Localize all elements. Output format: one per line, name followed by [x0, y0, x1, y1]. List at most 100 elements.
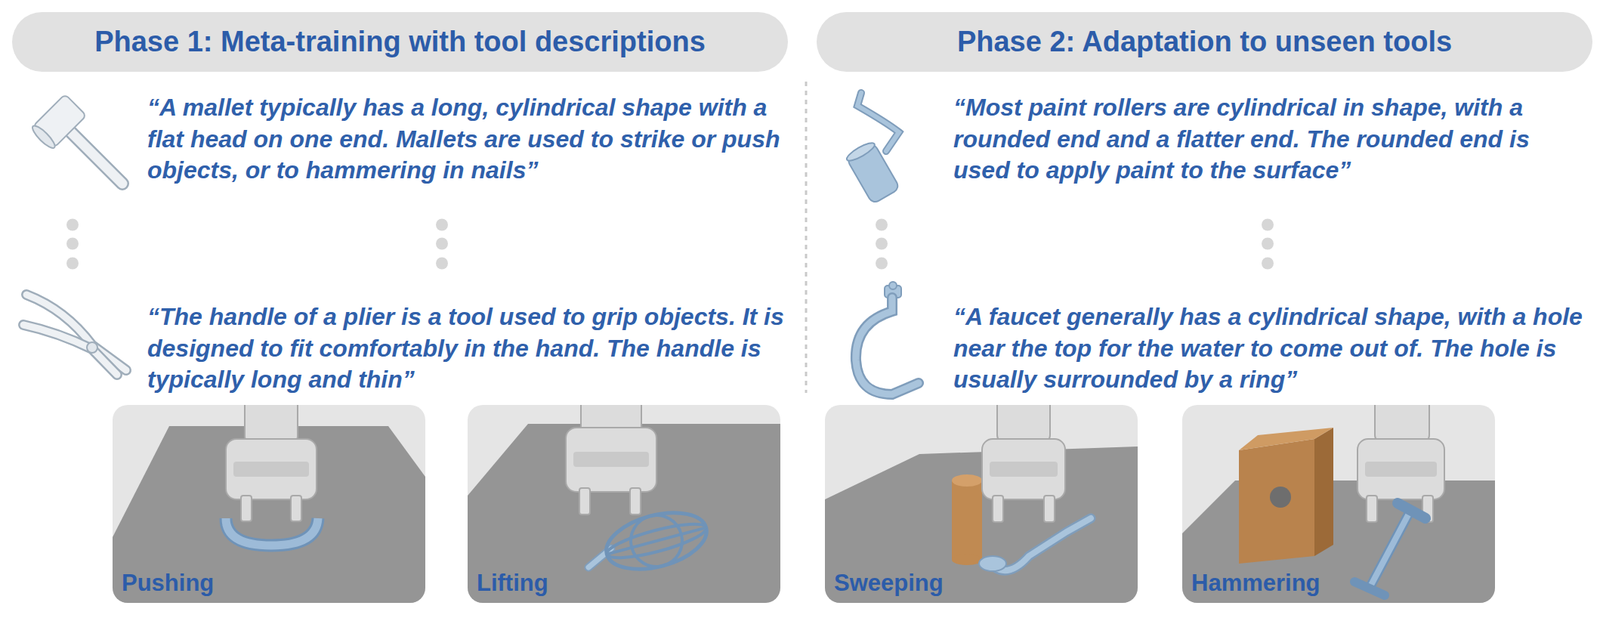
phase-header: Phase 1: Meta-training with tool descrip… — [12, 12, 788, 72]
tool-description: “A mallet typically has a long, cylindri… — [147, 92, 788, 187]
phase-title: Phase 2: Adaptation to unseen tools — [957, 25, 1452, 59]
pushing-scene — [112, 397, 426, 603]
sweeping-scene — [824, 397, 1138, 603]
paint-roller-icon-part — [857, 92, 899, 152]
pushing-scene-part-part — [225, 518, 319, 546]
task-label: Lifting — [476, 569, 549, 597]
pushing-scene-part-part — [233, 461, 309, 477]
hammering-scene-part-part — [1238, 427, 1334, 451]
faucet-icon — [855, 281, 919, 395]
ellipsis-dots-part — [875, 219, 888, 232]
paint-roller-icon — [844, 92, 900, 204]
hammering-scene-part-part — [1354, 581, 1385, 596]
sweeping-scene-part-part — [994, 518, 1091, 571]
hammering-scene-part-part — [1182, 404, 1495, 603]
sweeping-scene-part — [824, 404, 1138, 603]
ellipsis-dots-part — [66, 237, 79, 251]
paint-roller-icon-part — [857, 92, 899, 152]
task-label: Sweeping — [833, 569, 944, 597]
sweeping-scene-part-part — [989, 461, 1058, 477]
ellipsis-dots-part — [435, 219, 448, 232]
lifting-scene-part-part — [579, 488, 590, 515]
phase-title: Phase 1: Meta-training with tool descrip… — [94, 25, 706, 59]
phase-separator-part — [805, 81, 808, 393]
phase-separator — [806, 81, 807, 393]
sweeping-scene-part-part — [951, 480, 983, 560]
ellipsis-dots — [875, 219, 1274, 270]
sweeping-scene-part-part — [1044, 495, 1055, 523]
tool-description: “The handle of a plier is a tool used to… — [147, 301, 788, 396]
pushing-scene-part-part — [240, 495, 252, 522]
hammering-scene-part-part — [1182, 480, 1495, 603]
hammering-scene-part-part — [1238, 438, 1315, 564]
lifting-scene-part-part — [573, 451, 649, 467]
hammering-scene-part-part — [1314, 427, 1334, 556]
pushing-scene-part-part — [225, 438, 317, 500]
paint-roller-icon-part-part — [844, 139, 877, 164]
ellipsis-dots — [66, 219, 448, 270]
pushing-scene-part — [112, 404, 426, 603]
plier-icon — [23, 294, 127, 375]
mallet-icon-part-part — [29, 123, 58, 152]
ellipsis-dots-part — [1261, 257, 1274, 270]
pushing-scene-part-part — [225, 518, 319, 546]
mallet-icon-part — [29, 94, 87, 152]
task-label: Pushing — [121, 569, 214, 597]
hammering-scene-part — [1182, 404, 1495, 603]
sweeping-scene-part-part — [982, 438, 1066, 500]
sweeping-scene-part-part — [994, 518, 1091, 571]
lifting-scene-part-part — [467, 423, 781, 603]
ellipsis-dots-part — [1261, 237, 1274, 251]
sweeping-scene-part-part — [979, 555, 1007, 572]
hammering-scene — [1182, 397, 1495, 603]
tool-description: “A faucet generally has a cylindrical sh… — [953, 301, 1588, 396]
ellipsis-dots-part — [435, 237, 448, 251]
hammering-scene-part-part — [1357, 438, 1445, 500]
sweeping-scene-part-part — [824, 404, 1138, 603]
ellipsis-dots-part — [1261, 219, 1274, 232]
task-panel: Pushing — [112, 404, 426, 603]
ellipsis-dots-part — [66, 257, 79, 270]
task-panel: Lifting — [467, 404, 781, 603]
hammering-scene-part-part — [1365, 461, 1437, 477]
hammering-scene-part-part — [1369, 510, 1411, 588]
sweeping-scene-part-part — [997, 404, 1051, 443]
mallet-icon-part — [67, 128, 123, 184]
lifting-scene-part-part-part — [600, 503, 714, 580]
mallet-icon — [29, 94, 123, 184]
sweeping-scene-part-part — [951, 474, 983, 487]
ellipsis-dots-part — [875, 257, 888, 270]
lifting-scene-part-part — [630, 488, 641, 515]
hammering-scene-part-part — [1369, 510, 1411, 588]
hammering-scene-part-part — [1397, 503, 1426, 519]
ellipsis-dots-part — [435, 257, 448, 270]
tool-description: “Most paint rollers are cylindrical in s… — [953, 92, 1588, 187]
phase-header: Phase 2: Adaptation to unseen tools — [816, 12, 1593, 72]
faucet-icon-part — [889, 281, 897, 290]
hammering-scene-part-part — [1366, 495, 1378, 523]
paint-roller-icon-part — [844, 139, 900, 204]
ellipsis-dots-part — [875, 237, 888, 251]
plier-icon-part — [23, 324, 118, 375]
pushing-scene-part-part — [112, 426, 426, 603]
task-label: Hammering — [1191, 569, 1321, 597]
sweeping-scene-part-part — [992, 495, 1004, 523]
mallet-icon-part — [67, 128, 123, 184]
lifting-scene-part-part — [565, 427, 657, 492]
lifting-scene-part-part-part — [604, 517, 710, 565]
lifting-scene-part-part — [467, 404, 781, 603]
faucet-icon-part — [855, 297, 919, 395]
ellipsis-dots-part — [66, 219, 79, 232]
hammering-scene-part-part — [1269, 486, 1292, 508]
plier-icon-part — [86, 342, 98, 353]
lifting-scene-part-part — [600, 503, 714, 580]
sweeping-scene-part-part — [951, 554, 983, 566]
hammering-scene-part-part — [1374, 404, 1430, 443]
lifting-scene-part — [467, 404, 781, 603]
pushing-scene-part-part — [290, 495, 302, 522]
task-panel: Sweeping — [824, 404, 1138, 603]
task-panel: Hammering — [1182, 404, 1495, 603]
faucet-icon-part — [855, 297, 919, 395]
plier-icon-part — [23, 324, 118, 375]
